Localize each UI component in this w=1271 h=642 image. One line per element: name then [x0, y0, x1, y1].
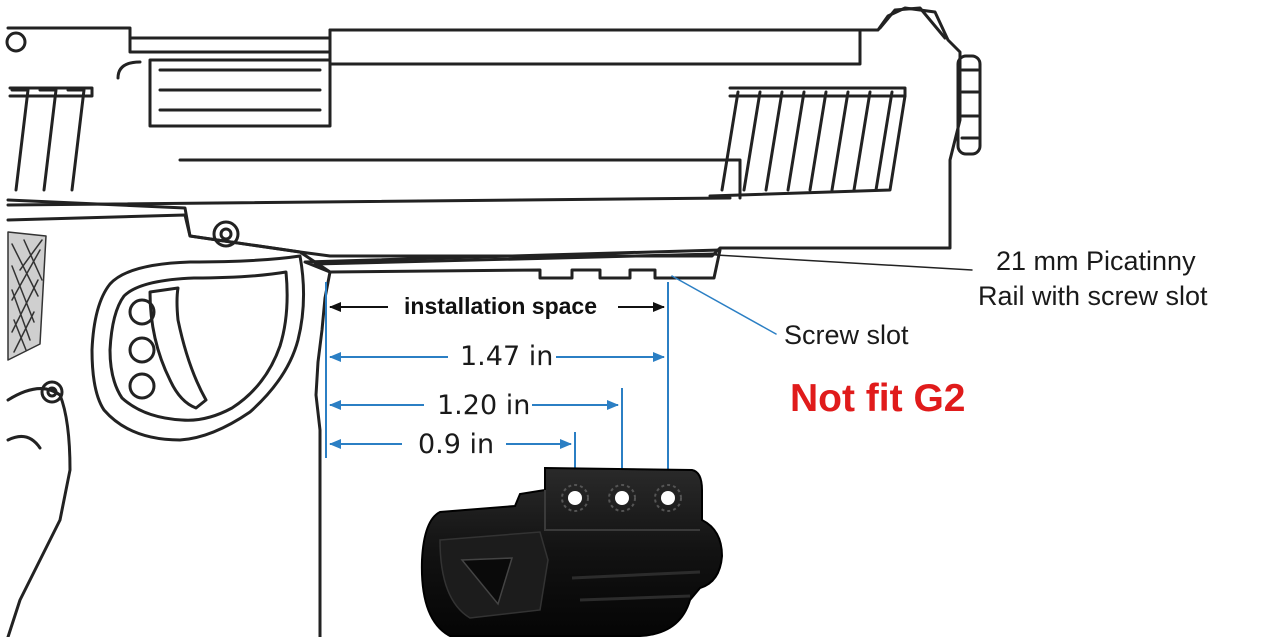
rail-label-line-1: 21 mm Picatinny [996, 246, 1196, 276]
trigger-guard [90, 254, 306, 442]
laser-unit [420, 466, 724, 637]
laser-unit-grip-notch [460, 557, 514, 606]
mount-hole-ring-1 [561, 484, 589, 512]
grip-panel [7, 231, 47, 361]
ejection-port-top [128, 36, 332, 54]
rear-screw [5, 31, 27, 53]
front-sight [878, 6, 947, 40]
front-serrations [708, 86, 907, 198]
dimension-09-label: 0.9 in [418, 429, 495, 460]
mount-hole-ring-2 [608, 484, 636, 512]
frame-outline [6, 213, 332, 639]
frame-pin [40, 380, 64, 404]
mount-hole-2 [615, 491, 629, 505]
slide-stop-pin [212, 220, 240, 248]
screw-slot-leader-line [671, 275, 777, 335]
dimension-120-label: 1.20 in [437, 390, 531, 421]
mount-hole-1 [568, 491, 582, 505]
pistol-drawing [5, 6, 982, 639]
ejection-port [148, 58, 332, 128]
rail-leader-line [715, 254, 973, 271]
screw-slot-label: Screw slot [784, 320, 909, 350]
picatinny-rail [303, 248, 722, 280]
muzzle-bushing [956, 54, 982, 156]
slide-lower-edge [6, 196, 732, 207]
mount-hole-3 [661, 491, 675, 505]
callout-leaders [671, 254, 973, 335]
trigger [148, 286, 208, 410]
trigger-hole-1 [128, 298, 156, 326]
mount-hole-ring-3 [654, 484, 682, 512]
dimension-147-label: 1.47 in [460, 341, 554, 372]
trigger-hole-2 [128, 336, 156, 364]
rail-label-line-2: Rail with screw slot [978, 281, 1208, 311]
warning-not-fit: Not fit G2 [790, 377, 966, 420]
dimension-lines [325, 282, 669, 486]
installation-space-label: installation space [404, 293, 598, 319]
trigger-hole-3 [128, 372, 156, 400]
rear-serrations [8, 86, 94, 192]
slide-outline [6, 6, 962, 258]
